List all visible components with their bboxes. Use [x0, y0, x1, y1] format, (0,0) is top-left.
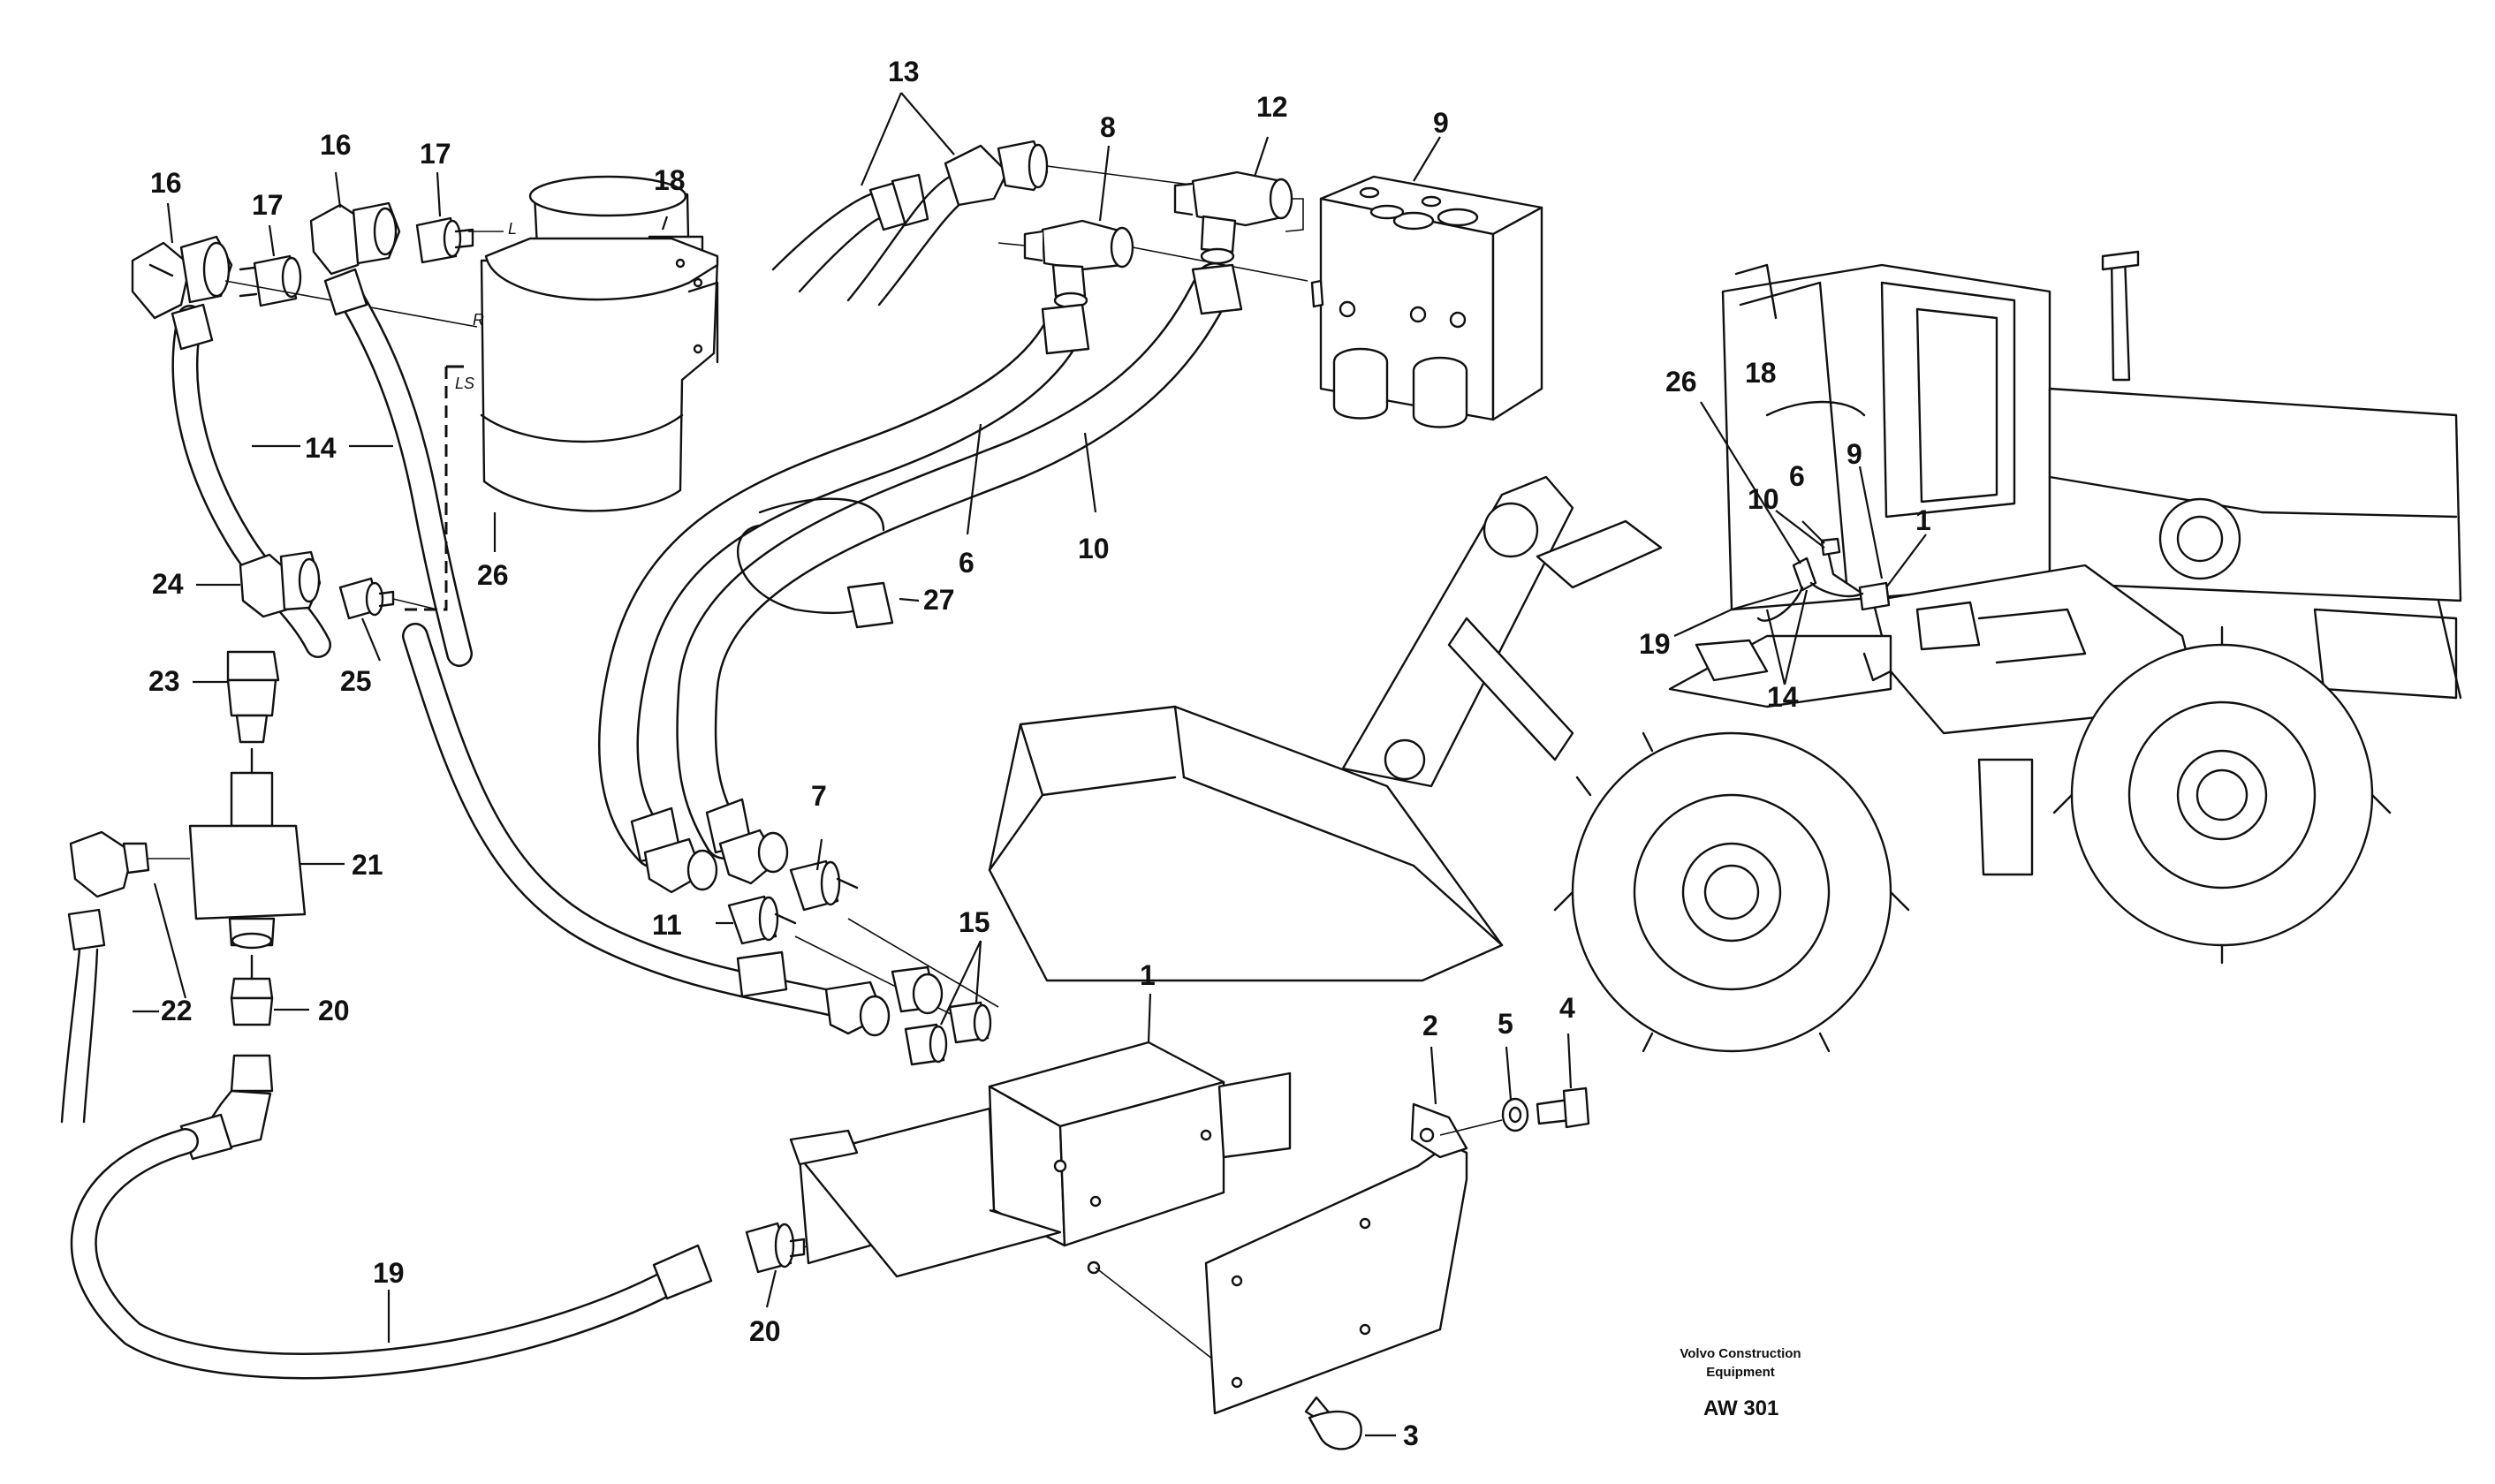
callout-14: 14: [305, 432, 337, 464]
callout-20-upper: 20: [318, 995, 350, 1026]
callout-loader-1: 1: [1915, 504, 1931, 536]
tee-fitting-8: [997, 219, 1308, 309]
callout-leaders: [133, 92, 1927, 1437]
callout-5: 5: [1498, 1008, 1513, 1040]
elbow-19-top: [179, 1054, 274, 1161]
sensor-25: [338, 577, 438, 620]
bolt-4: [1536, 1086, 1590, 1129]
callout-19-hose: 19: [373, 1257, 405, 1289]
nipple-17-right: [415, 216, 474, 264]
fitting-20-lower: [745, 1222, 806, 1274]
drawing-code: AW 301: [1703, 1397, 1778, 1420]
callout-11: 11: [652, 909, 682, 941]
callout-25: 25: [340, 665, 372, 697]
callout-10: 10: [1078, 533, 1110, 564]
publisher-line-1: Volvo Construction: [1680, 1346, 1801, 1361]
washer-5: [1501, 1097, 1529, 1132]
callout-loader-14: 14: [1767, 681, 1799, 713]
callout-20-lower: 20: [749, 1315, 781, 1347]
nut-20-upper: [230, 977, 274, 1026]
elbow-fitting-16-right: [309, 201, 401, 276]
callout-3: 3: [1403, 1420, 1419, 1451]
bolt-3: [1304, 1396, 1362, 1450]
elbow-24: [239, 550, 322, 618]
callout-27: 27: [923, 584, 955, 616]
callout-8: 8: [1100, 111, 1116, 143]
callout-numbers: 13 8 12 9 16 17 16 17 18 14 26 6 10 27 2…: [148, 56, 1931, 1451]
hose-mark-ls: LS: [455, 375, 474, 392]
callout-loader-18: 18: [1745, 357, 1777, 389]
nipple-15-left: [904, 1023, 948, 1066]
callout-16-right: 16: [320, 129, 352, 161]
hose-clamp-27: [737, 497, 894, 629]
publisher-line-2: Equipment: [1706, 1365, 1775, 1380]
callout-16-left: 16: [150, 167, 182, 199]
elbow-fitting-16-left: [131, 235, 233, 320]
hose-19: [70, 1128, 685, 1380]
publisher-footer: Volvo Construction Equipment AW 301: [1680, 1346, 1801, 1420]
callout-9: 9: [1433, 107, 1449, 139]
callout-1: 1: [1140, 959, 1156, 991]
callout-21: 21: [352, 849, 383, 881]
tee-fitting-12: [1173, 170, 1304, 265]
nipple-11: [727, 895, 797, 945]
callout-loader-26: 26: [1665, 366, 1697, 398]
callout-2: 2: [1422, 1010, 1438, 1041]
callout-loader-9: 9: [1847, 438, 1862, 470]
callout-13: 13: [888, 56, 920, 87]
elbow-22: [69, 830, 190, 898]
motor-26: [480, 175, 719, 512]
wheel-loader-illustration: [988, 250, 2462, 1053]
callout-loader-6: 6: [1789, 460, 1805, 492]
hose-mark-r: R: [473, 311, 484, 329]
adapter-23: [226, 650, 280, 744]
callout-22: 22: [161, 995, 193, 1026]
nipple-17-left: [239, 254, 302, 307]
callout-loader-19: 19: [1639, 628, 1671, 660]
callout-12: 12: [1256, 91, 1288, 123]
callout-18: 18: [654, 164, 686, 196]
callout-17-right: 17: [420, 138, 451, 170]
callout-4: 4: [1559, 992, 1575, 1024]
callout-15: 15: [959, 906, 990, 938]
callout-loader-10: 10: [1748, 483, 1779, 515]
nipple-7: [789, 859, 859, 912]
control-valve-1: [789, 1041, 1292, 1278]
nipple-15-right: [948, 1001, 992, 1044]
callout-6: 6: [959, 547, 974, 579]
mounting-plate-2: [1204, 1102, 1503, 1415]
callout-17-left: 17: [252, 189, 284, 221]
hose-mark-l: L: [508, 220, 517, 238]
valve-block-9: [1310, 175, 1543, 428]
callout-7: 7: [811, 780, 827, 812]
callout-24: 24: [152, 568, 184, 600]
callout-26: 26: [477, 559, 509, 591]
pressure-switch-block-21: [188, 771, 307, 950]
callout-23: 23: [148, 665, 180, 697]
